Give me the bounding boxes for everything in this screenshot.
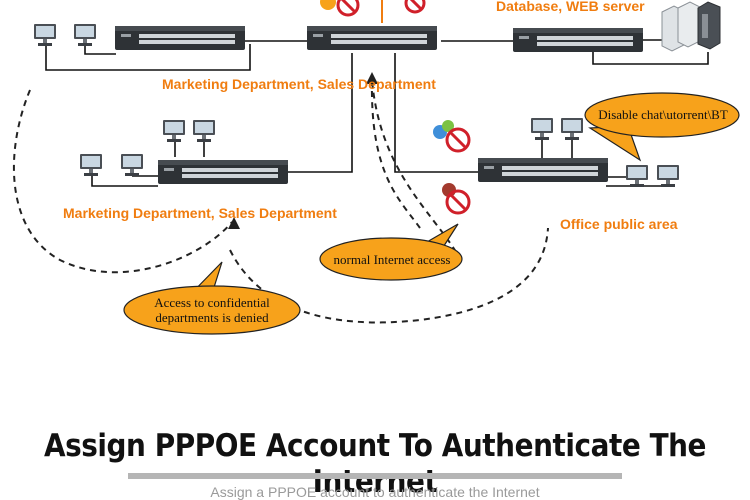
chat-blocked-icon [320,0,360,17]
monitor-icon [80,154,102,176]
server-icon [661,1,721,52]
callout-disable-apps [584,92,740,162]
chat-blocked-icon [433,120,471,153]
label-server-area: Database, WEB server [496,0,645,14]
monitor-icon [657,165,679,187]
monitor-icon [531,118,553,140]
monitor-icon [561,118,583,140]
monitor-icon [163,120,185,142]
arrow-heads [228,72,378,229]
monitor-icon [193,120,215,142]
switch-icon [478,158,608,182]
callout-normal-access-text: normal Internet access [333,252,451,267]
label-office-area: Office public area [560,216,678,232]
monitor-icon [74,24,96,46]
torrent-blocked-icon [442,183,471,215]
callout-normal-access [319,223,463,281]
title-divider [128,473,622,479]
callout-denied-line1: Access to confidential [154,295,270,310]
monitor-icon [34,24,56,46]
switch-icon [307,26,437,50]
label-department-left: Marketing Department, Sales Department [63,205,337,221]
page-subtitle: Assign a PPPOE account to authenticate t… [210,484,540,500]
monitor-icon [121,154,143,176]
callout-disable-apps-text: Disable chat\utorrent\BT [598,107,728,122]
network-cables [45,0,709,187]
callout-access-denied [123,261,301,335]
label-department-top: Marketing Department, Sales Department [162,76,436,92]
switch-icon [513,28,643,52]
monitor-icon [626,165,648,187]
callout-denied-line2: departments is denied [155,310,269,325]
callout-denied-text: Access to confidential departments is de… [130,295,294,325]
switch-icon [115,26,245,50]
page-title: Assign PPPOE Account To Authenticate The… [43,428,707,500]
torrent-blocked-icon [404,0,426,14]
network-diagram [12,0,740,335]
switch-icon [158,160,288,184]
